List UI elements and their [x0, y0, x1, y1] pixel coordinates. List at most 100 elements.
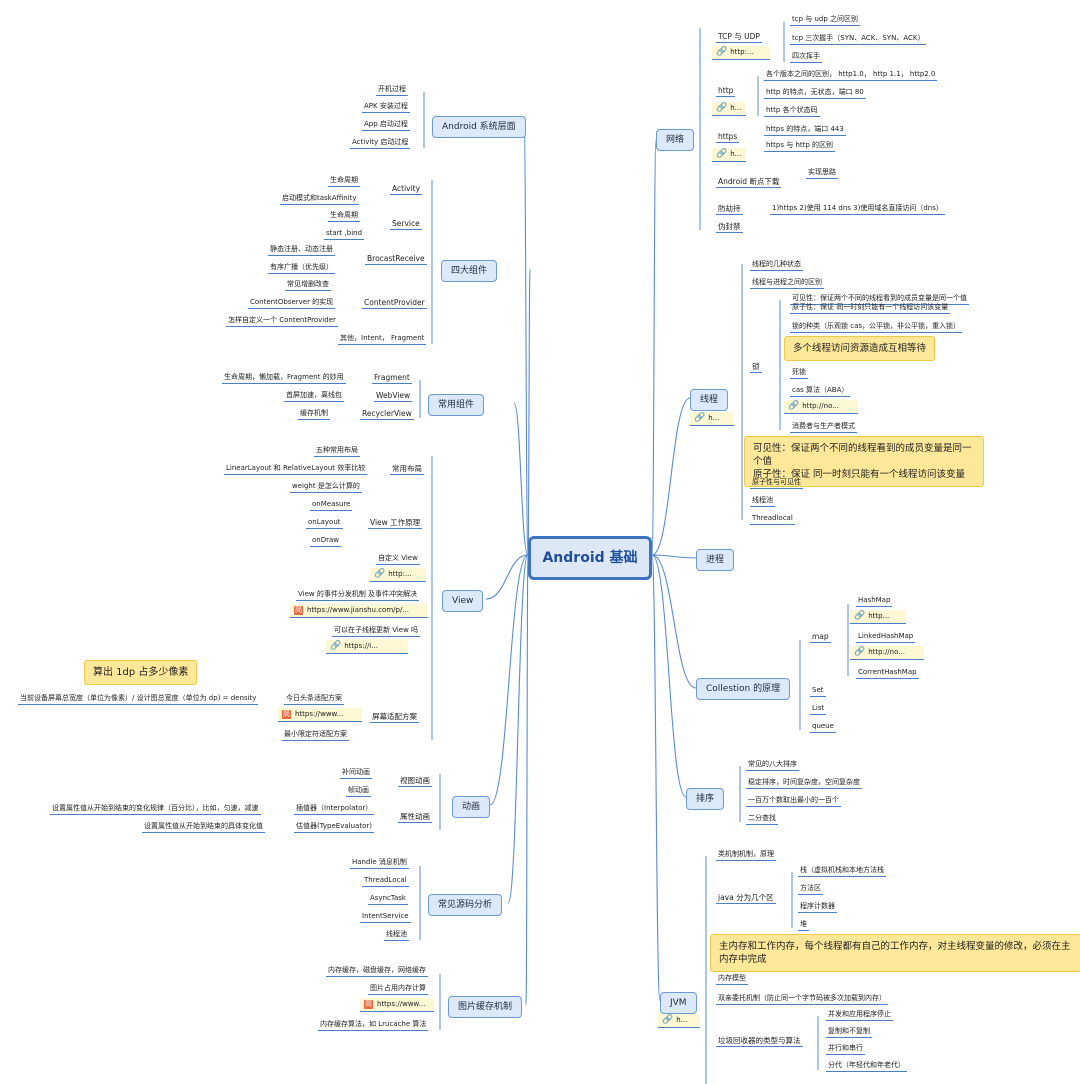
network-http-status[interactable]: http 各个状态码 — [764, 106, 820, 117]
network-fake-block[interactable]: 伪封禁 — [716, 222, 743, 233]
comp-broadcast[interactable]: BrocastReceive — [365, 254, 427, 265]
view-work-principle[interactable]: View 工作原理 — [368, 518, 423, 529]
jvm-parent-delegation[interactable]: 双亲委托机制（防止同一个字节码被多次加载到内存） — [716, 994, 888, 1005]
coll-linkedhashmap[interactable]: LinkedHashMap — [856, 632, 916, 643]
system-activity-start[interactable]: Activity 启动过程 — [350, 138, 411, 149]
sort-stable[interactable]: 稳定排序，时间复杂度，空间复杂度 — [746, 778, 862, 789]
comp-other[interactable]: 其他，Intent， Fragment — [338, 334, 427, 345]
jvm-classload[interactable]: 类机制机制，原理 — [716, 850, 776, 861]
sort-topk[interactable]: 一百万个数取出最小的一百个 — [746, 796, 841, 807]
common-fragment[interactable]: Fragment — [372, 373, 412, 384]
comp-cp-crud[interactable]: 常见增删改查 — [285, 280, 331, 291]
common-webview-desc[interactable]: 首屏加速，离线包 — [284, 391, 344, 402]
network-http-versions[interactable]: 各个版本之间的区别， http1.0， http 1.1， http2.0 — [764, 70, 938, 81]
view-density-formula[interactable]: 当前设备屏幕总宽度（单位为像素）/ 设计图总宽度（单位为 dp) = densi… — [18, 694, 259, 705]
topic-collection[interactable]: Collestion 的原理 — [696, 678, 791, 700]
view-onmeasure[interactable]: onMeasure — [310, 500, 353, 511]
sort-eight[interactable]: 常见的八大排序 — [746, 760, 799, 771]
coll-hashmap-link[interactable]: 🔗http... — [850, 610, 906, 624]
view-subthread[interactable]: 可以在子线程更新 View 吗 — [332, 626, 421, 637]
jvm-gc-generational[interactable]: 分代（年轻代和年老代） — [826, 1061, 907, 1072]
comp-service-bind[interactable]: start ,bind — [324, 229, 365, 240]
jvm-method-area[interactable]: 方法区 — [798, 884, 823, 895]
network-http-features[interactable]: http 的特点，无状态，端口 80 — [764, 88, 866, 99]
thread-lock[interactable]: 锁 — [750, 362, 762, 373]
comp-service[interactable]: Service — [390, 219, 422, 230]
anim-property-anim[interactable]: 属性动画 — [398, 812, 432, 823]
comp-cp-custom[interactable]: 怎样自定义一个 ContentProvider — [226, 316, 338, 327]
thread-pool[interactable]: 线程池 — [750, 496, 775, 507]
network-tcp-wave[interactable]: 四次挥手 — [790, 52, 822, 63]
view-custom-link[interactable]: 🔗http:... — [370, 568, 426, 582]
source-threadlocal[interactable]: ThreadLocal — [362, 876, 409, 887]
view-layout-weight[interactable]: weight 是怎么计算的 — [290, 482, 362, 493]
network-resume-download[interactable]: Android 断点下载 — [716, 177, 782, 188]
view-density-note[interactable]: 算出 1dp 占多少像素 — [84, 660, 198, 685]
view-custom[interactable]: 自定义 View — [376, 554, 420, 565]
view-screen-adapt[interactable]: 屏幕适配方案 — [370, 712, 419, 723]
coll-hashmap[interactable]: HashMap — [856, 596, 893, 607]
coll-queue[interactable]: queue — [810, 722, 836, 733]
topic-thread[interactable]: 线程 — [690, 389, 729, 411]
common-webview[interactable]: WebView — [374, 391, 413, 402]
thread-lock-types[interactable]: 锁的种类（乐观锁 cas，公平锁，非公平锁，重入锁） — [790, 322, 963, 333]
imgcache-memory-calc[interactable]: 图片占用内存计算 — [368, 984, 428, 995]
system-apk-install[interactable]: APK 安装过程 — [362, 102, 410, 113]
jvm-gc-concurrent[interactable]: 并发和应用程序停止 — [826, 1010, 893, 1021]
topic-components[interactable]: 四大组件 — [441, 260, 498, 282]
network-https-link[interactable]: 🔗h... — [712, 148, 746, 162]
topic-view[interactable]: View — [442, 590, 484, 612]
jvm-memory-model[interactable]: 内存模型 — [716, 974, 748, 985]
thread-cas-link[interactable]: 🔗http://no... — [784, 400, 858, 414]
network-https-diff[interactable]: https 与 http 的区别 — [764, 141, 836, 152]
anim-frame[interactable]: 帧动画 — [346, 786, 371, 797]
topic-sort[interactable]: 排序 — [686, 788, 725, 810]
topic-anim[interactable]: 动画 — [452, 796, 491, 818]
source-threadpool[interactable]: 线程池 — [384, 930, 409, 941]
network-https-features[interactable]: https 的特点，端口 443 — [764, 125, 846, 136]
comp-cp-observer[interactable]: ContentObserver 的实现 — [248, 298, 336, 309]
coll-concurrenthashmap[interactable]: CorrentHashMap — [856, 668, 919, 679]
coll-set[interactable]: Set — [810, 686, 826, 697]
anim-interpolator[interactable]: 插值器（Interpolator） — [294, 804, 375, 815]
thread-lock-note[interactable]: 多个线程访问资源造成互相等待 — [784, 336, 936, 361]
common-recycler-desc[interactable]: 缓存机制 — [298, 409, 330, 420]
common-fragment-desc[interactable]: 生命周期，懒加载，Fragment 的妙用 — [222, 373, 346, 384]
thread-process-diff[interactable]: 线程与进程之间的区别 — [750, 278, 824, 289]
anim-interpolator-desc[interactable]: 设置属性值从开始到结束的变化规律（百分比），比如，匀速，减速 — [50, 804, 261, 815]
jvm-heap[interactable]: 堆 — [798, 920, 809, 931]
thread-cas[interactable]: cas 算法（ABA） — [790, 386, 851, 397]
topic-process[interactable]: 进程 — [696, 549, 735, 571]
thread-producer-consumer[interactable]: 消费者与生产者模式 — [790, 422, 857, 433]
system-app-start[interactable]: App 启动过程 — [362, 120, 410, 131]
comp-activity-mode[interactable]: 启动模式和taskAffinity — [280, 194, 359, 205]
anim-evaluator-desc[interactable]: 设置属性值从开始到结束的具体变化值 — [142, 822, 265, 833]
comp-provider[interactable]: ContentProvider — [362, 298, 427, 309]
topic-network[interactable]: 网络 — [656, 129, 695, 151]
network-hijack[interactable]: 防劫持 — [716, 204, 743, 215]
topic-imgcache[interactable]: 图片缓存机制 — [448, 996, 523, 1018]
imgcache-lru[interactable]: 内存缓存算法，如 Lrucache 算法 — [318, 1020, 429, 1031]
jvm-stack[interactable]: 栈（虚拟机栈和本地方法栈 — [798, 866, 886, 877]
topic-system[interactable]: Android 系统层面 — [432, 116, 526, 138]
source-asynctask[interactable]: AsyncTask — [368, 894, 408, 905]
anim-view-anim[interactable]: 视图动画 — [398, 776, 432, 787]
network-tcp-udp[interactable]: TCP 与 UDP — [716, 32, 762, 43]
jvm-link[interactable]: 🔗h... — [658, 1014, 700, 1028]
view-layout-five[interactable]: 五种常用布局 — [314, 446, 360, 457]
coll-list[interactable]: List — [810, 704, 827, 715]
thread-atomicity[interactable]: 原子性：保证 同一时刻只能有一个线程访问该变量 — [790, 303, 951, 314]
coll-linked-link[interactable]: 🔗http://no... — [850, 646, 924, 660]
thread-states[interactable]: 线程的几种状态 — [750, 260, 803, 271]
comp-bc-ordered[interactable]: 有序广播（优先级） — [268, 263, 335, 274]
network-tcp-handshake[interactable]: tcp 三次握手（SYN、ACK、SYN、ACK） — [790, 34, 927, 45]
view-event-dispatch[interactable]: View 的事件分发机制 及事件冲突解决 — [296, 590, 420, 601]
jvm-memory-areas[interactable]: java 分为几个区 — [716, 893, 776, 904]
comp-activity-life[interactable]: 生命周期 — [328, 176, 360, 187]
topic-common[interactable]: 常用组件 — [428, 394, 485, 416]
anim-evaluator[interactable]: 估值器(TypeEvaluator) — [294, 822, 374, 833]
network-tcp-diff[interactable]: tcp 与 udp 之间区别 — [790, 15, 861, 26]
comp-activity[interactable]: Activity — [390, 184, 423, 195]
